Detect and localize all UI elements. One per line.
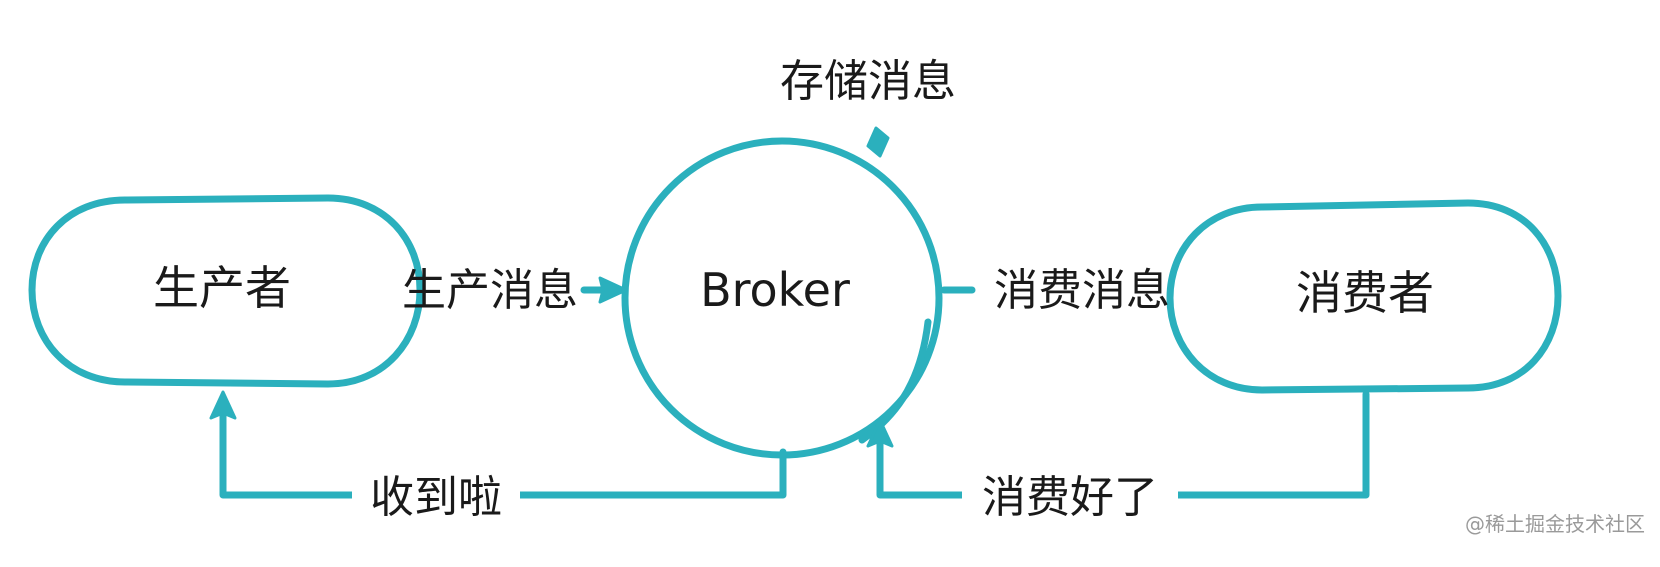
consumed-arrowhead [866, 418, 894, 448]
consume-edge: 消费消息 [940, 265, 1170, 316]
consumer-node: 消费者 [1166, 199, 1562, 394]
consume-label: 消费消息 [994, 265, 1170, 316]
received-edge: 收到啦 [209, 390, 787, 524]
consumer-shape [1166, 199, 1562, 394]
store-edge: 存储消息 [780, 56, 956, 158]
consumed-edge: 消费好了 [866, 390, 1370, 524]
broker-shape-sketch [858, 318, 932, 444]
broker-label: Broker [700, 263, 850, 317]
producer-node: 生产者 [28, 194, 424, 388]
consumed-label-bg [962, 464, 1178, 524]
producer-shape [28, 194, 424, 388]
produce-edge: 生产消息 [402, 265, 628, 316]
store-label: 存储消息 [780, 56, 956, 107]
consumer-label: 消费者 [1296, 266, 1434, 320]
received-label: 收到啦 [370, 472, 502, 523]
producer-label: 生产者 [153, 261, 291, 315]
received-arrowhead [209, 390, 237, 420]
received-label-bg [352, 464, 520, 524]
watermark: @稀土掘金技术社区 [1465, 512, 1645, 536]
produce-label: 生产消息 [402, 265, 578, 316]
broker-node: Broker [621, 137, 943, 459]
store-arrowhead [866, 126, 890, 158]
produce-arrowhead [598, 276, 628, 304]
consumed-label: 消费好了 [982, 472, 1158, 523]
